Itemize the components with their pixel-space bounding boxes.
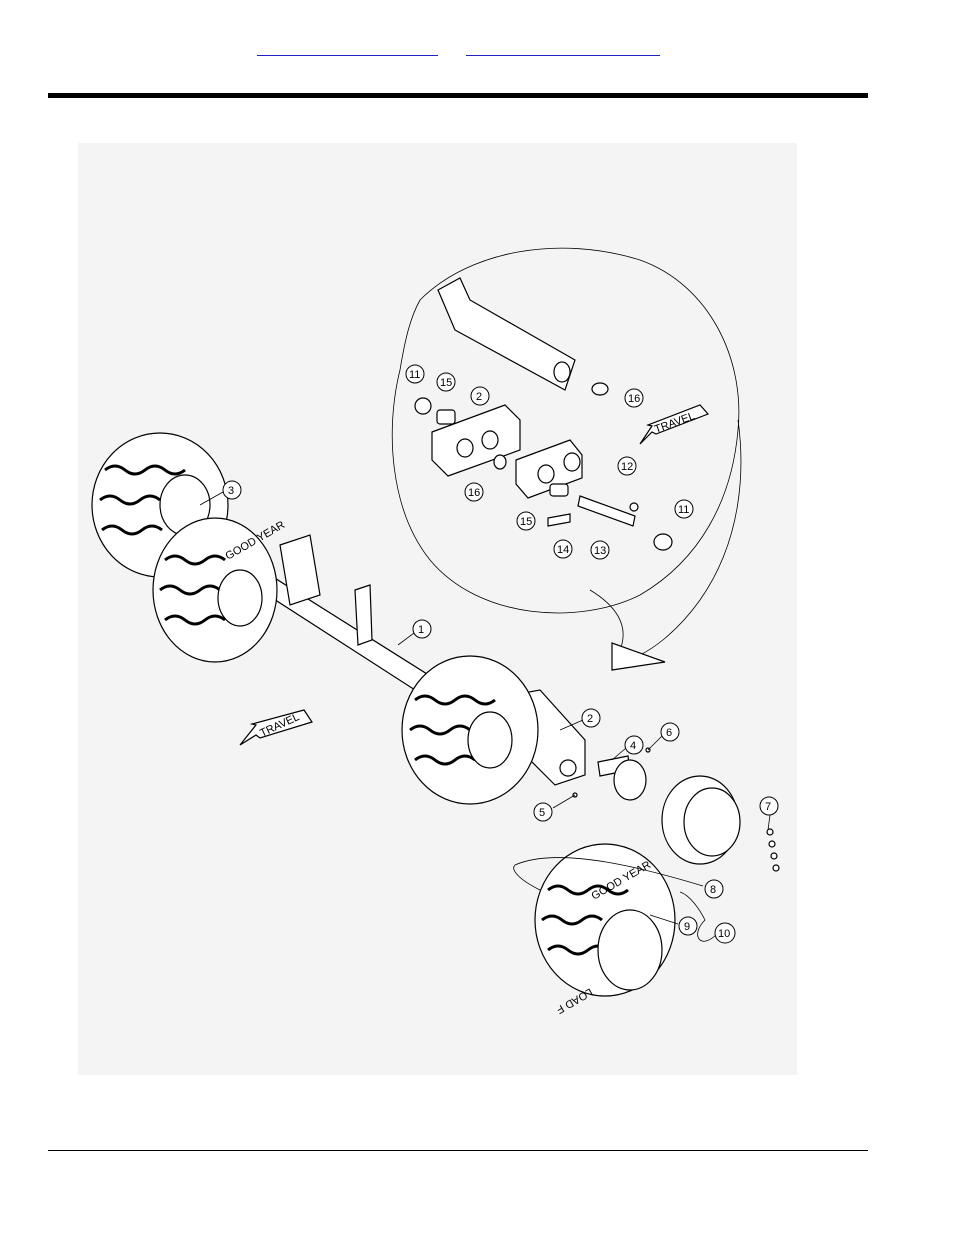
detail-view: TRAVEL <box>392 248 741 670</box>
svg-text:2: 2 <box>587 713 593 725</box>
svg-text:16: 16 <box>628 393 640 405</box>
svg-text:15: 15 <box>520 516 532 528</box>
detail-travel-label: TRAVEL <box>653 410 697 436</box>
svg-text:11: 11 <box>678 504 689 516</box>
exploded-wheel: GOOD YEAR LOAD F <box>535 748 779 1016</box>
svg-text:14: 14 <box>557 544 569 556</box>
detail-callout-16-right: 16 <box>625 389 643 407</box>
callout-4: 4 <box>625 736 643 754</box>
svg-text:6: 6 <box>666 727 672 739</box>
callout-1: 1 <box>413 620 431 638</box>
detail-callout-11-right: 11 <box>675 500 693 518</box>
tire-right-axle <box>402 656 538 804</box>
svg-text:3: 3 <box>228 485 234 497</box>
svg-text:7: 7 <box>765 801 771 813</box>
svg-text:12: 12 <box>621 461 633 473</box>
footer-rule <box>48 1150 868 1151</box>
callout-5: 5 <box>534 803 552 821</box>
callout-7: 7 <box>760 797 778 815</box>
callout-8: 8 <box>705 880 723 898</box>
detail-callout-15-top: 15 <box>437 373 455 391</box>
tire-left-front: GOOD YEAR <box>153 518 287 662</box>
svg-text:9: 9 <box>684 921 690 933</box>
svg-text:11: 11 <box>409 369 420 381</box>
detail-callout-15-bottom: 15 <box>517 512 535 530</box>
svg-text:2: 2 <box>476 391 482 403</box>
detail-pointer-arrow <box>612 643 665 670</box>
svg-text:15: 15 <box>440 377 452 389</box>
callout-3: 3 <box>223 481 241 499</box>
detail-callout-13: 13 <box>591 541 609 559</box>
callout-9: 9 <box>679 917 697 935</box>
detail-callout-16-left: 16 <box>465 483 483 501</box>
svg-text:10: 10 <box>718 928 730 940</box>
svg-text:13: 13 <box>594 545 606 557</box>
callout-6: 6 <box>661 723 679 741</box>
svg-text:8: 8 <box>710 884 716 896</box>
detail-callout-11-left: 11 <box>406 365 424 383</box>
svg-text:4: 4 <box>630 740 636 752</box>
tire-sidewall-exploded: LOAD F <box>554 985 595 1015</box>
detail-callout-2: 2 <box>471 387 489 405</box>
callout-2: 2 <box>582 709 600 727</box>
svg-text:5: 5 <box>539 807 545 819</box>
detail-callout-14: 14 <box>554 540 572 558</box>
detail-callout-12: 12 <box>618 457 636 475</box>
svg-text:16: 16 <box>468 487 480 499</box>
travel-arrow: TRAVEL <box>240 710 312 745</box>
svg-text:1: 1 <box>418 624 424 636</box>
callout-10: 10 <box>715 923 735 943</box>
detail-pin <box>578 496 635 526</box>
